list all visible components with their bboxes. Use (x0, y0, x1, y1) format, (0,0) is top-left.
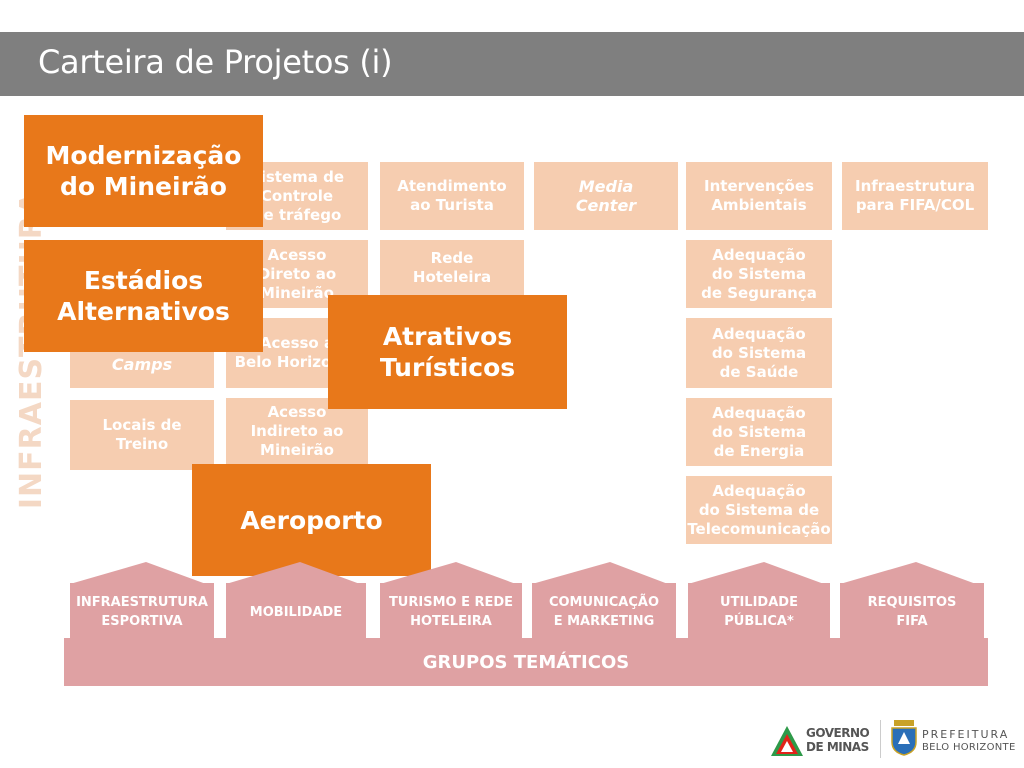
group-turismo-rede-hoteleira: TURISMO E REDE HOTELEIRA (380, 583, 522, 641)
highlight-box-atrativos-turisticos: Atrativos Turísticos (328, 295, 567, 409)
governo-de-minas-logo: GOVERNO DE MINAS (770, 720, 870, 760)
prefeitura-text: PREFEITURA (922, 728, 1010, 741)
footer-logos: GOVERNO DE MINAS PREFEITURA BELO HORIZON… (766, 716, 1016, 762)
group-comunicacao-marketing: COMUNICAÇÃO E MARKETING (532, 583, 676, 641)
project-box-acesso-indireto-mineirao: Acesso Indireto ao Mineirão (226, 398, 368, 464)
project-box-adequacao-saude: Adequação do Sistema de Saúde (686, 318, 832, 388)
project-box-adequacao-seguranca: Adequação do Sistema de Segurança (686, 240, 832, 308)
group-infraestrutura-esportiva: INFRAESTRUTURA ESPORTIVA (70, 583, 214, 641)
project-box-adequacao-telecom: Adequação do Sistema de Telecomunicação (686, 476, 832, 544)
project-box-rede-hoteleira: Rede Hoteleira (380, 240, 524, 296)
highlight-box-estadios-alternativos: Estádios Alternativos (24, 240, 263, 352)
grupos-tematicos-base: GRUPOS TEMÁTICOS (64, 638, 988, 686)
project-box-media-center: Media Center (534, 162, 678, 230)
project-box-adequacao-energia: Adequação do Sistema de Energia (686, 398, 832, 466)
governo-text: GOVERNO DE MINAS (806, 726, 870, 754)
group-requisitos-fifa: REQUISITOS FIFA (840, 583, 984, 641)
group-mobilidade: MOBILIDADE (226, 583, 366, 641)
page-title: Carteira de Projetos (i) (38, 43, 393, 81)
governo-triangle-icon (771, 726, 803, 756)
bh-coat-of-arms-icon (891, 720, 917, 756)
highlight-box-aeroporto: Aeroporto (192, 464, 431, 576)
project-box-atendimento-turista: Atendimento ao Turista (380, 162, 524, 230)
group-utilidade-publica: UTILIDADE PÚBLICA* (688, 583, 830, 641)
group-roofs (70, 562, 976, 584)
prefeitura-bh-logo: PREFEITURA BELO HORIZONTE (890, 718, 1020, 760)
belo-horizonte-text: BELO HORIZONTE (922, 742, 1016, 753)
project-box-infraestrutura-fifa-col: Infraestrutura para FIFA/COL (842, 162, 988, 230)
project-box-locais-treino: Locais de Treino (70, 400, 214, 470)
highlight-box-modernizacao-mineirao: Modernização do Mineirão (24, 115, 263, 227)
title-bar: Carteira de Projetos (i) (0, 32, 1024, 96)
project-box-intervencoes-ambientais: Intervenções Ambientais (686, 162, 832, 230)
logo-divider (880, 720, 881, 758)
